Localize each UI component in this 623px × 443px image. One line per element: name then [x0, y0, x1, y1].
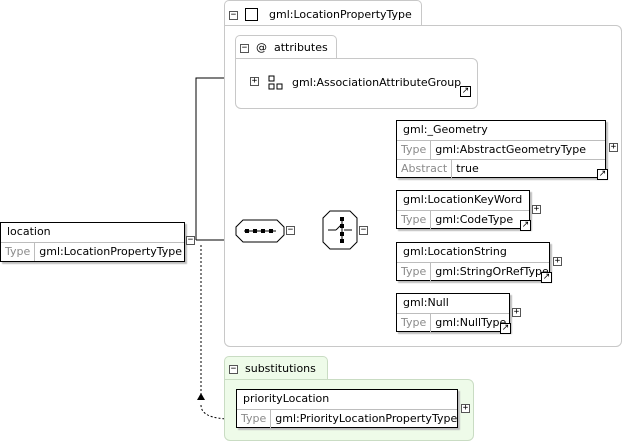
element-abstract-row: Abstract true	[397, 159, 605, 178]
element-name: gml:LocationString	[403, 245, 507, 258]
element-type-key: Type	[397, 141, 432, 159]
element-type-row: Type gml:NullType	[397, 313, 509, 332]
location-string-link-icon[interactable]: ↗	[541, 272, 552, 283]
geometry-link-icon[interactable]: ↗	[597, 169, 608, 180]
element-type-value: gml:AbstractGeometryType	[435, 143, 587, 156]
substitutions-tab[interactable]: − substitutions	[224, 356, 328, 380]
location-keyword-link-icon[interactable]: ↗	[520, 220, 531, 231]
element-type-key: Type	[397, 263, 432, 281]
collapse-substitutions-button[interactable]: −	[229, 364, 238, 374]
attribute-group-row[interactable]: + gml:AssociationAttributeGroup ↗	[246, 70, 474, 100]
substitution-type-value: gml:PriorityLocationPropertyType	[275, 412, 458, 425]
element-type-key: Type	[397, 211, 432, 229]
attributes-panel	[235, 58, 478, 109]
expand-location-string-button[interactable]: +	[553, 256, 562, 266]
collapse-root-button[interactable]: −	[186, 235, 195, 245]
element-type-value: gml:CodeType	[435, 213, 514, 226]
element-type-row: Type gml:AbstractGeometryType	[397, 140, 605, 159]
element-type-key: Type	[397, 314, 432, 332]
collapse-complex-type-button[interactable]: −	[229, 10, 238, 20]
attributes-tab[interactable]: − @ attributes	[235, 35, 337, 59]
element-type-row: Type gml:CodeType	[397, 210, 529, 229]
substitutions-label: substitutions	[245, 362, 316, 375]
expand-null-button[interactable]: +	[512, 307, 521, 317]
complex-type-label: gml:LocationPropertyType	[269, 8, 412, 21]
attributes-label: attributes	[274, 41, 328, 54]
root-element-location[interactable]: location Type gml:LocationPropertyType	[0, 222, 185, 262]
element-name: gml:Null	[403, 296, 449, 309]
element-type-row: Type gml:StringOrRefType	[397, 262, 549, 281]
element-null[interactable]: gml:Null Type gml:NullType	[396, 293, 510, 332]
attribute-group-link-icon[interactable]: ↗	[460, 86, 471, 97]
expand-attribute-group-button[interactable]: +	[250, 76, 259, 86]
attribute-group-icon	[268, 75, 284, 91]
element-location-string[interactable]: gml:LocationString Type gml:StringOrRefT…	[396, 242, 550, 281]
null-link-icon[interactable]: ↗	[500, 323, 511, 334]
substitution-type-row: Type gml:PriorityLocationPropertyType	[237, 409, 457, 428]
element-type-value: gml:NullType	[435, 316, 507, 329]
root-element-name: location	[7, 225, 51, 238]
collapse-choice-button[interactable]: −	[359, 225, 368, 235]
element-abstract-value: true	[456, 162, 479, 175]
complex-type-icon	[245, 8, 258, 21]
substitution-element-name: priorityLocation	[243, 392, 330, 405]
sequence-compositor-icon[interactable]	[235, 219, 285, 243]
complex-type-tab[interactable]: − gml:LocationPropertyType	[224, 0, 422, 26]
substitution-element-priority-location[interactable]: priorityLocation Type gml:PriorityLocati…	[236, 389, 458, 428]
element-name: gml:LocationKeyWord	[403, 193, 523, 206]
at-icon: @	[256, 41, 267, 54]
collapse-attributes-button[interactable]: −	[240, 43, 249, 53]
root-type-value: gml:LocationPropertyType	[39, 245, 183, 258]
choice-compositor-icon[interactable]	[322, 210, 358, 250]
collapse-sequence-button[interactable]: −	[286, 225, 295, 235]
expand-priority-location-button[interactable]: +	[461, 403, 470, 413]
root-type-row: Type gml:LocationPropertyType	[1, 242, 184, 261]
element-geometry[interactable]: gml:_Geometry Type gml:AbstractGeometryT…	[396, 120, 606, 178]
attribute-group-label: gml:AssociationAttributeGroup	[292, 76, 462, 89]
expand-geometry-button[interactable]: +	[609, 142, 618, 152]
substitution-type-key: Type	[237, 410, 272, 428]
element-type-value: gml:StringOrRefType	[435, 265, 549, 278]
element-abstract-key: Abstract	[397, 160, 453, 178]
element-name: gml:_Geometry	[403, 123, 488, 136]
root-type-key: Type	[1, 243, 36, 261]
element-location-keyword[interactable]: gml:LocationKeyWord Type gml:CodeType	[396, 190, 530, 229]
expand-location-keyword-button[interactable]: +	[532, 204, 541, 214]
